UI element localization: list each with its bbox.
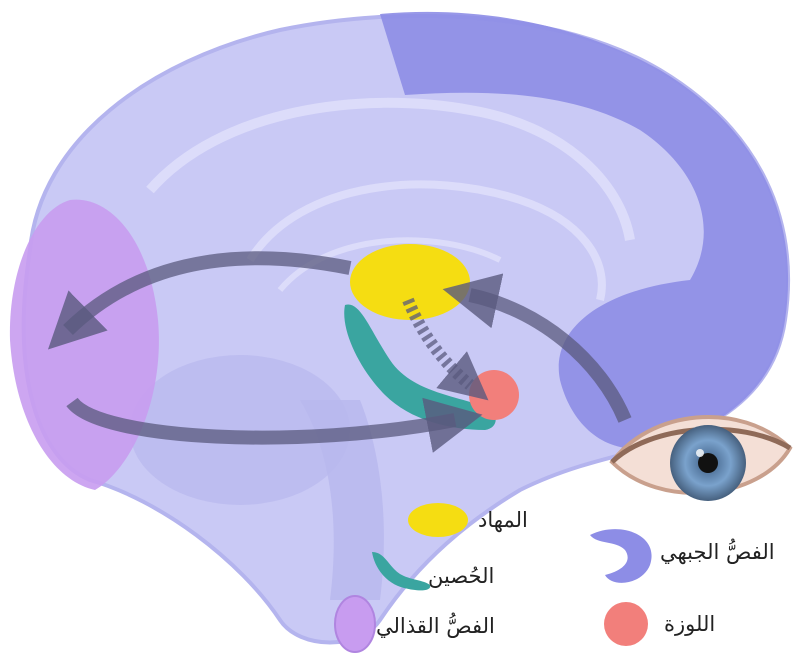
legend-frontal-swatch xyxy=(590,529,652,583)
legend-occipital-swatch xyxy=(334,595,376,653)
thalamus xyxy=(350,244,470,320)
eye-illustration xyxy=(609,415,793,501)
legend-amygdala-swatch xyxy=(604,602,648,646)
amygdala xyxy=(469,370,519,420)
arrow-occipital-to-amygdala xyxy=(66,397,483,453)
arrow-eye-to-thalamus xyxy=(442,273,632,423)
legend-amygdala-label: اللوزة xyxy=(664,612,716,636)
frontal-lobe-region xyxy=(380,11,789,449)
brain-stem xyxy=(300,400,384,600)
legend-hippocampus-label: الحُصين xyxy=(428,564,495,588)
cerebellum xyxy=(130,355,350,505)
arrow-thalamus-to-occipital xyxy=(47,251,352,350)
legend-thalamus-swatch xyxy=(408,503,468,537)
legend-thalamus-label: المهاد xyxy=(478,508,528,532)
legend-occipital-label: الفصُّ القذالي xyxy=(376,614,495,638)
legend-frontal-label: الفصُّ الجبهي xyxy=(660,540,775,564)
arrow-thalamus-to-amygdala xyxy=(402,297,489,401)
legend-hippocampus-swatch xyxy=(372,552,431,591)
